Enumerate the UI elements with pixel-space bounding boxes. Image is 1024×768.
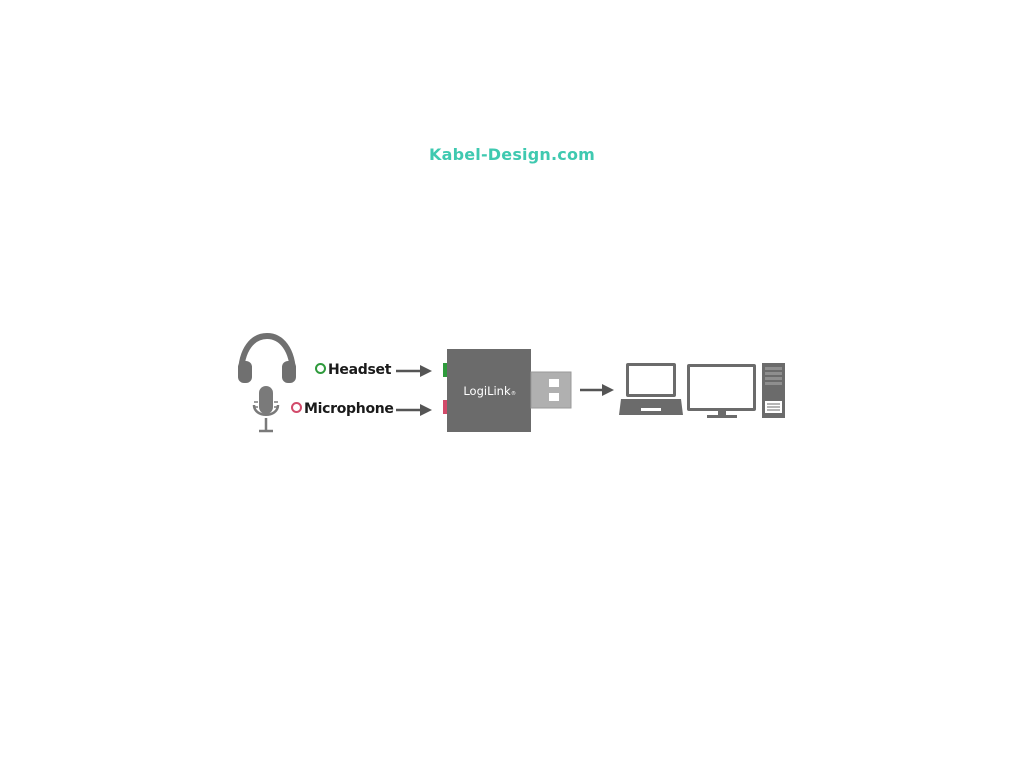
laptop-icon bbox=[619, 363, 683, 415]
watermark-text: Kabel-Design.com bbox=[428, 145, 596, 164]
arrow-headset-to-adapter bbox=[396, 365, 432, 377]
microphone-label-group: Microphone bbox=[291, 401, 394, 417]
desktop-computer-icon bbox=[687, 363, 785, 418]
adapter-brand-label: LogiLink bbox=[463, 384, 511, 398]
usb-sound-adapter: LogiLink ® bbox=[443, 349, 572, 432]
arrow-microphone-to-adapter bbox=[396, 404, 432, 416]
headset-jack-indicator bbox=[315, 362, 326, 374]
headset-jack bbox=[443, 363, 447, 377]
registered-mark: ® bbox=[511, 390, 516, 397]
headset-label-group: Headset bbox=[315, 362, 391, 378]
microphone-jack-indicator bbox=[291, 401, 302, 413]
headset-label: Headset bbox=[328, 362, 392, 378]
microphone-icon bbox=[252, 386, 280, 433]
headphones-icon bbox=[238, 332, 296, 383]
usb-plug bbox=[530, 371, 572, 409]
arrow-adapter-to-computer bbox=[580, 384, 614, 396]
microphone-jack bbox=[443, 400, 447, 414]
microphone-label: Microphone bbox=[304, 401, 394, 417]
